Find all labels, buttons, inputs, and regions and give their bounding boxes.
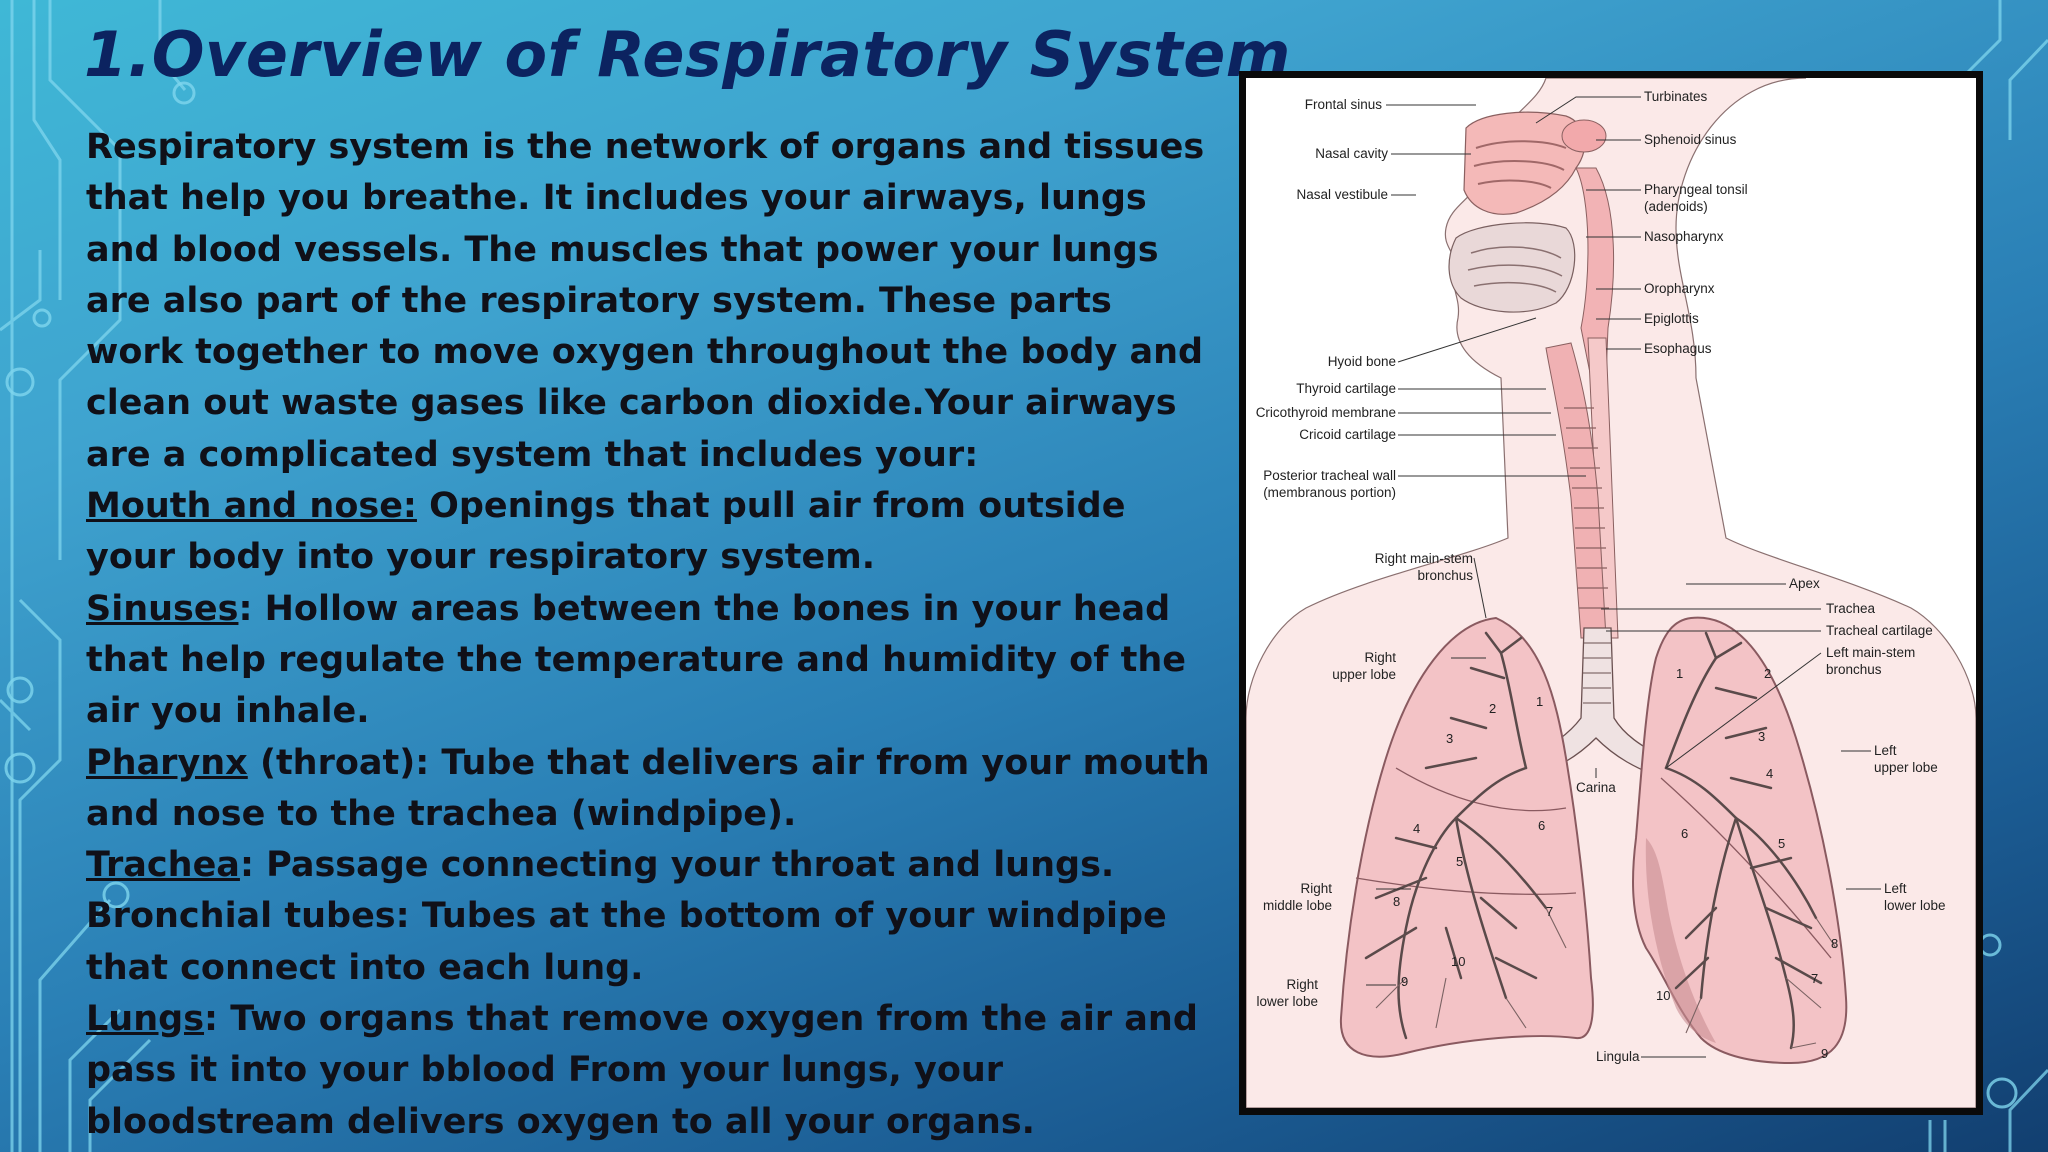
definition-bronchial-tubes: Bronchial tubes: Tubes at the bottom of … [86, 896, 1167, 988]
seg-r5: 5 [1456, 854, 1463, 869]
seg-l9: 9 [1821, 1046, 1828, 1061]
term-sinuses: Sinuses [86, 588, 239, 629]
term-lungs: Lungs [86, 999, 205, 1040]
label-thyroid-cartilage: Thyroid cartilage [1296, 381, 1396, 396]
label-left-main-stem: Left main-stem [1826, 645, 1915, 660]
left-lung-fissure [1660, 777, 1832, 959]
seg-l2: 2 [1764, 666, 1771, 681]
respiratory-anatomy-figure: 1 2 3 4 5 6 7 8 9 10 1 2 3 4 5 6 7 8 9 1… [1239, 71, 1983, 1115]
list-item-trachea: Trachea: Passage connecting your throat … [86, 840, 1216, 891]
term-mouth-and-nose: Mouth and nose: [86, 486, 417, 527]
definition-pharynx: (throat): Tube that delivers air from yo… [86, 742, 1210, 834]
slide-body-text: Respiratory system is the network of org… [86, 122, 1216, 1148]
label-right-main-stem: Right main-stem [1375, 551, 1473, 566]
label-membranous-portion: (membranous portion) [1263, 485, 1396, 500]
leader-lines [1366, 96, 1881, 1058]
respiratory-anatomy-diagram: 1 2 3 4 5 6 7 8 9 10 1 2 3 4 5 6 7 8 9 1… [1246, 78, 1976, 1108]
definition-sinuses: : Hollow areas between the bones in your… [86, 588, 1187, 732]
list-item-lungs: Lungs: Two organs that remove oxygen fro… [86, 994, 1216, 1148]
slide-title: 1.Overview of Respiratory System [84, 18, 1291, 91]
seg-l1: 1 [1676, 666, 1683, 681]
definition-trachea: : Passage connecting your throat and lun… [239, 845, 1115, 886]
list-item-sinuses: Sinuses: Hollow areas between the bones … [86, 584, 1216, 738]
term-pharynx: Pharynx [86, 742, 248, 783]
bronchiole-lines [1375, 907, 1837, 1049]
sphenoid-sinus-shape [1561, 119, 1607, 153]
seg-r3: 3 [1446, 731, 1453, 746]
label-left-lower-lobe-2: lower lobe [1884, 898, 1946, 913]
label-right-lower-lobe-2: lower lobe [1256, 994, 1318, 1009]
label-esophagus: Esophagus [1644, 341, 1712, 356]
label-hyoid-bone: Hyoid bone [1328, 354, 1396, 369]
label-nasal-cavity: Nasal cavity [1315, 146, 1388, 161]
seg-r2: 2 [1489, 701, 1496, 716]
seg-l8: 8 [1831, 936, 1838, 951]
tracheal-rings [1564, 407, 1609, 609]
label-epiglottis: Epiglottis [1644, 311, 1699, 326]
definition-lungs: : Two organs that remove oxygen from the… [86, 999, 1198, 1142]
seg-r8: 8 [1393, 894, 1400, 909]
label-turbinates: Turbinates [1644, 89, 1708, 104]
label-lingula: Lingula [1596, 1049, 1640, 1064]
seg-l6: 6 [1681, 826, 1688, 841]
lower-tracheal-rings [1583, 642, 1611, 704]
intro-paragraph: Respiratory system is the network of org… [86, 127, 1205, 475]
label-adenoids: (adenoids) [1644, 199, 1708, 214]
right-lung-shape [1339, 616, 1594, 1058]
label-right-middle-lobe-2: middle lobe [1263, 898, 1332, 913]
label-apex: Apex [1789, 576, 1820, 591]
seg-r10: 10 [1451, 954, 1465, 969]
seg-l5: 5 [1778, 836, 1785, 851]
label-sphenoid-sinus: Sphenoid sinus [1644, 132, 1737, 147]
list-item-bronchial-tubes: Bronchial tubes: Tubes at the bottom of … [86, 891, 1216, 994]
label-nasal-vestibule: Nasal vestibule [1296, 187, 1388, 202]
tongue-lines [1467, 246, 1563, 293]
list-item-pharynx: Pharynx (throat): Tube that delivers air… [86, 738, 1216, 841]
label-frontal-sinus: Frontal sinus [1305, 97, 1383, 112]
label-nasopharynx: Nasopharynx [1644, 229, 1724, 244]
seg-r4: 4 [1413, 821, 1420, 836]
oral-cavity-shape [1448, 222, 1576, 313]
seg-r6: 6 [1538, 818, 1545, 833]
left-lung-shape [1632, 616, 1848, 1065]
label-left-main-stem-bronchus: bronchus [1826, 662, 1882, 677]
seg-l7: 7 [1811, 971, 1818, 986]
term-trachea: Trachea [86, 845, 240, 886]
seg-r1: 1 [1536, 694, 1543, 709]
seg-l10: 10 [1656, 988, 1670, 1003]
label-pharyngeal-tonsil: Pharyngeal tonsil [1644, 182, 1748, 197]
label-right-lower-lobe-1: Right [1286, 977, 1318, 992]
bronchial-tree [1364, 631, 1823, 1050]
label-right-upper-lobe-1: Right [1364, 650, 1396, 665]
seg-r7: 7 [1546, 904, 1553, 919]
label-left-upper-lobe-2: upper lobe [1874, 760, 1938, 775]
label-right-upper-lobe-2: upper lobe [1332, 667, 1396, 682]
label-trachea: Trachea [1826, 601, 1876, 616]
seg-l4: 4 [1766, 766, 1773, 781]
label-cricothyroid-membrane: Cricothyroid membrane [1256, 405, 1396, 420]
label-posterior-tracheal-wall: Posterior tracheal wall [1263, 468, 1396, 483]
label-cricoid-cartilage: Cricoid cartilage [1299, 427, 1396, 442]
label-right-middle-lobe-1: Right [1300, 881, 1332, 896]
label-carina: Carina [1576, 780, 1616, 795]
seg-r9: 9 [1401, 974, 1408, 989]
label-left-lower-lobe-1: Left [1884, 881, 1907, 896]
turbinates-shape [1473, 140, 1567, 189]
label-right-main-stem-bronchus: bronchus [1417, 568, 1473, 583]
right-lung-fissures [1355, 767, 1577, 895]
label-left-upper-lobe-1: Left [1874, 743, 1897, 758]
left-lung-shadow [1645, 838, 1716, 1043]
label-tracheal-cartilage: Tracheal cartilage [1826, 623, 1933, 638]
label-oropharynx: Oropharynx [1644, 281, 1715, 296]
seg-l3: 3 [1758, 729, 1765, 744]
list-item-mouth-nose: Mouth and nose: Openings that pull air f… [86, 481, 1216, 584]
definition-mouth-and-nose: Openings that pull air from outside your… [86, 486, 1126, 578]
